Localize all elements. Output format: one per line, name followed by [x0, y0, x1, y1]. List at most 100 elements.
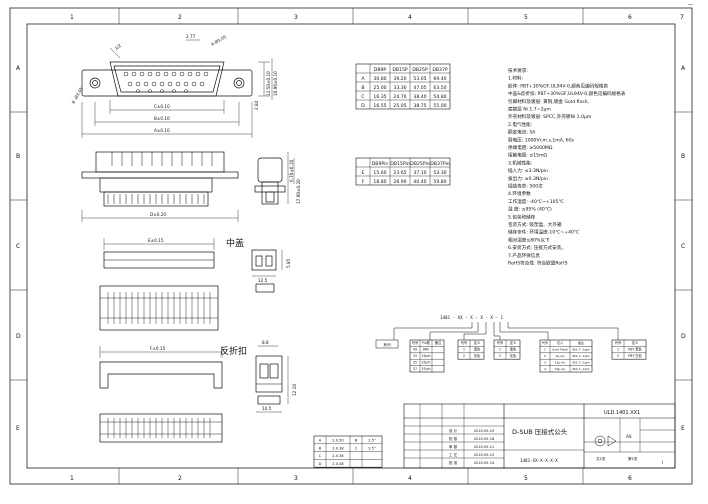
- code-box-pins-cell: 25pin: [422, 360, 431, 364]
- title-part-number: 1401-XX-X-X-X-X: [520, 458, 558, 463]
- revision-table-cell: 2.0.38: [332, 454, 344, 458]
- dim-table-1-cell: C: [361, 94, 364, 100]
- revision-table-cell: 2.5°: [368, 439, 376, 443]
- col-marker-2-bottom: 2: [178, 475, 182, 482]
- connector-top-view: [81, 39, 273, 138]
- dim-height-small: 2.84: [254, 100, 259, 110]
- tech-note-line: 7.产品环保信息: [508, 252, 540, 259]
- row-marker-e-right: E: [681, 425, 685, 432]
- label-middle-cover: 中盖: [226, 237, 244, 249]
- tech-note-line: 包装方式: 吸塑盒、大外箱: [508, 221, 562, 228]
- dim-table-1-cell: D: [361, 103, 365, 109]
- code-box-cover-cell: 黑色: [510, 347, 517, 352]
- dim-table-1-header-cell: DB9P: [374, 67, 387, 73]
- sheet-total: 共1张: [596, 456, 606, 461]
- dim-a: A±0.10: [154, 128, 170, 133]
- row-marker-a-right: A: [681, 65, 686, 72]
- dim-hole-small: 4-Ø3.05: [210, 34, 227, 47]
- code-box-plating-cell: Gold Flash: [552, 348, 568, 352]
- dim-table-2-header-cell: DB25Pin: [410, 161, 429, 167]
- code-box-plating-cell: 30μ Au: [555, 367, 566, 371]
- dim-table-2-cell: F: [362, 179, 365, 185]
- col-marker-2: 2: [178, 14, 182, 21]
- col-marker-6-bottom: 6: [628, 475, 632, 482]
- code-box-pins-header-cell: 代号: [412, 340, 418, 345]
- middle-cover-view: [99, 238, 283, 331]
- sign-role: 设 计: [449, 428, 458, 433]
- dim-shell-height: 6.70±0.10: [289, 160, 294, 182]
- dim-table-1-cell: 25.00: [373, 85, 386, 91]
- folding-buckle-view: [99, 345, 289, 443]
- dim-table-1-cell: 38.40: [413, 94, 426, 100]
- tech-note-line: 拔出力: ≥0.3N/pin: [508, 175, 548, 182]
- dim-e: E±0.15: [148, 238, 164, 243]
- tech-note-line: 2.电气性能:: [508, 121, 533, 128]
- code-box-series-label: 系列: [383, 342, 391, 347]
- row-marker-b: B: [16, 153, 20, 160]
- tech-note-line: 胶体: PBT+30%GF,UL94V-0,颜色见编码规格表: [508, 82, 608, 89]
- code-box-color-header-cell: 定义: [474, 340, 481, 345]
- col-marker-1-bottom: 1: [70, 475, 74, 482]
- dim-table-2-cell: 15.60: [373, 170, 386, 176]
- code-box-cover-border: [493, 339, 521, 360]
- part-code-tree: [393, 322, 619, 340]
- drawing-scale: A0: [626, 434, 632, 439]
- inner-frame: [26, 23, 676, 469]
- dim-table-1-header-cell: DB25P: [412, 67, 428, 73]
- dim-table-1-cell: 16.35: [373, 94, 386, 100]
- drawing-revision: I: [662, 460, 663, 465]
- dim-table-1-cell: 25.05: [393, 103, 406, 109]
- code-box-color-cell: 灰色: [474, 353, 481, 358]
- dim-table-2-cell: 26.90: [393, 179, 406, 185]
- code-box-cover-cell: 1: [499, 348, 501, 352]
- dim-table-2: EFDB9Pin15.6018.80DB15Pin23.6526.90DB25P…: [355, 157, 451, 186]
- tech-note-line: 插入力: ≤3.3N/pin: [508, 167, 548, 174]
- pin-holes: [123, 71, 209, 93]
- row-marker-c-right: C: [681, 243, 685, 250]
- tech-notes: 技术要求:1.材料: 胶体: PBT+30%GF,UL94V-0,颜色见编码规格…: [508, 67, 626, 267]
- dim-table-1-cell: 63.50: [433, 85, 446, 91]
- col-marker-5-bottom: 5: [524, 475, 528, 482]
- tech-note-line: 工作温度: -40℃~+105℃: [508, 198, 564, 205]
- code-box-pins-header-cell: Pin数: [422, 340, 431, 345]
- tech-note-line: 相对湿度≤80%以下: [508, 236, 550, 243]
- code-box-material-cell: 1: [617, 348, 619, 352]
- dim-buckle-width: 8.8: [262, 340, 269, 345]
- code-box-material-cell: 2: [617, 354, 619, 358]
- code-box-color-cell: 1: [463, 348, 465, 352]
- tech-note-line: 5.包装和储存: [508, 213, 536, 220]
- drawing-number: ULD.1401.XX1: [604, 410, 640, 416]
- code-box-cover-header-cell: 定义: [510, 340, 517, 345]
- sign-role: 校 核: [449, 436, 458, 441]
- dim-table-2-cell: 37.10: [413, 170, 426, 176]
- tech-note-line: 插拔寿命: 500次: [508, 183, 543, 190]
- part-code: 1401 - XX - X - X - X - 1: [440, 315, 504, 320]
- dim-d: D±0.20: [150, 212, 166, 217]
- tech-note-line: RoHS符合性: 符合欧盟RoHS: [508, 260, 568, 267]
- code-box-plating-border: [539, 339, 593, 373]
- code-box-pins-cell: 25: [413, 360, 417, 364]
- code-box-pins-cell: 37: [413, 367, 417, 371]
- code-box-plating-header-cell: 代号: [542, 340, 548, 345]
- col-marker-4-bottom: 4: [408, 475, 412, 482]
- code-box-plating-cell: 15μ Au: [555, 360, 566, 364]
- dim-cover-height: 5.85: [286, 258, 291, 268]
- code-box-pins-cell: 09: [413, 348, 417, 352]
- dim-table-1-border: [355, 63, 451, 110]
- row-marker-e: E: [16, 425, 20, 432]
- revision-table-cell: B: [355, 439, 358, 443]
- code-box-cover-cell: 灰色: [510, 353, 517, 358]
- sign-date: 2010.05.12: [474, 453, 495, 457]
- dim-table-1-cell: 39.20: [393, 76, 406, 82]
- dim-table-1-cell: 33.30: [393, 85, 406, 91]
- code-box-plating-cell: 2: [544, 354, 546, 358]
- revision-table-cell: D: [319, 462, 322, 466]
- tech-note-line: 1.材料:: [508, 75, 524, 82]
- sign-date: 2010.05.11: [474, 445, 495, 449]
- dim-table-1-cell: B: [361, 85, 364, 91]
- row-marker-d-right: D: [681, 333, 686, 340]
- top-right-mark: —: [688, 2, 693, 8]
- code-box-plating-header-cell: 定义: [557, 340, 563, 345]
- dim-height-a: 12.50±0.10: [266, 71, 271, 96]
